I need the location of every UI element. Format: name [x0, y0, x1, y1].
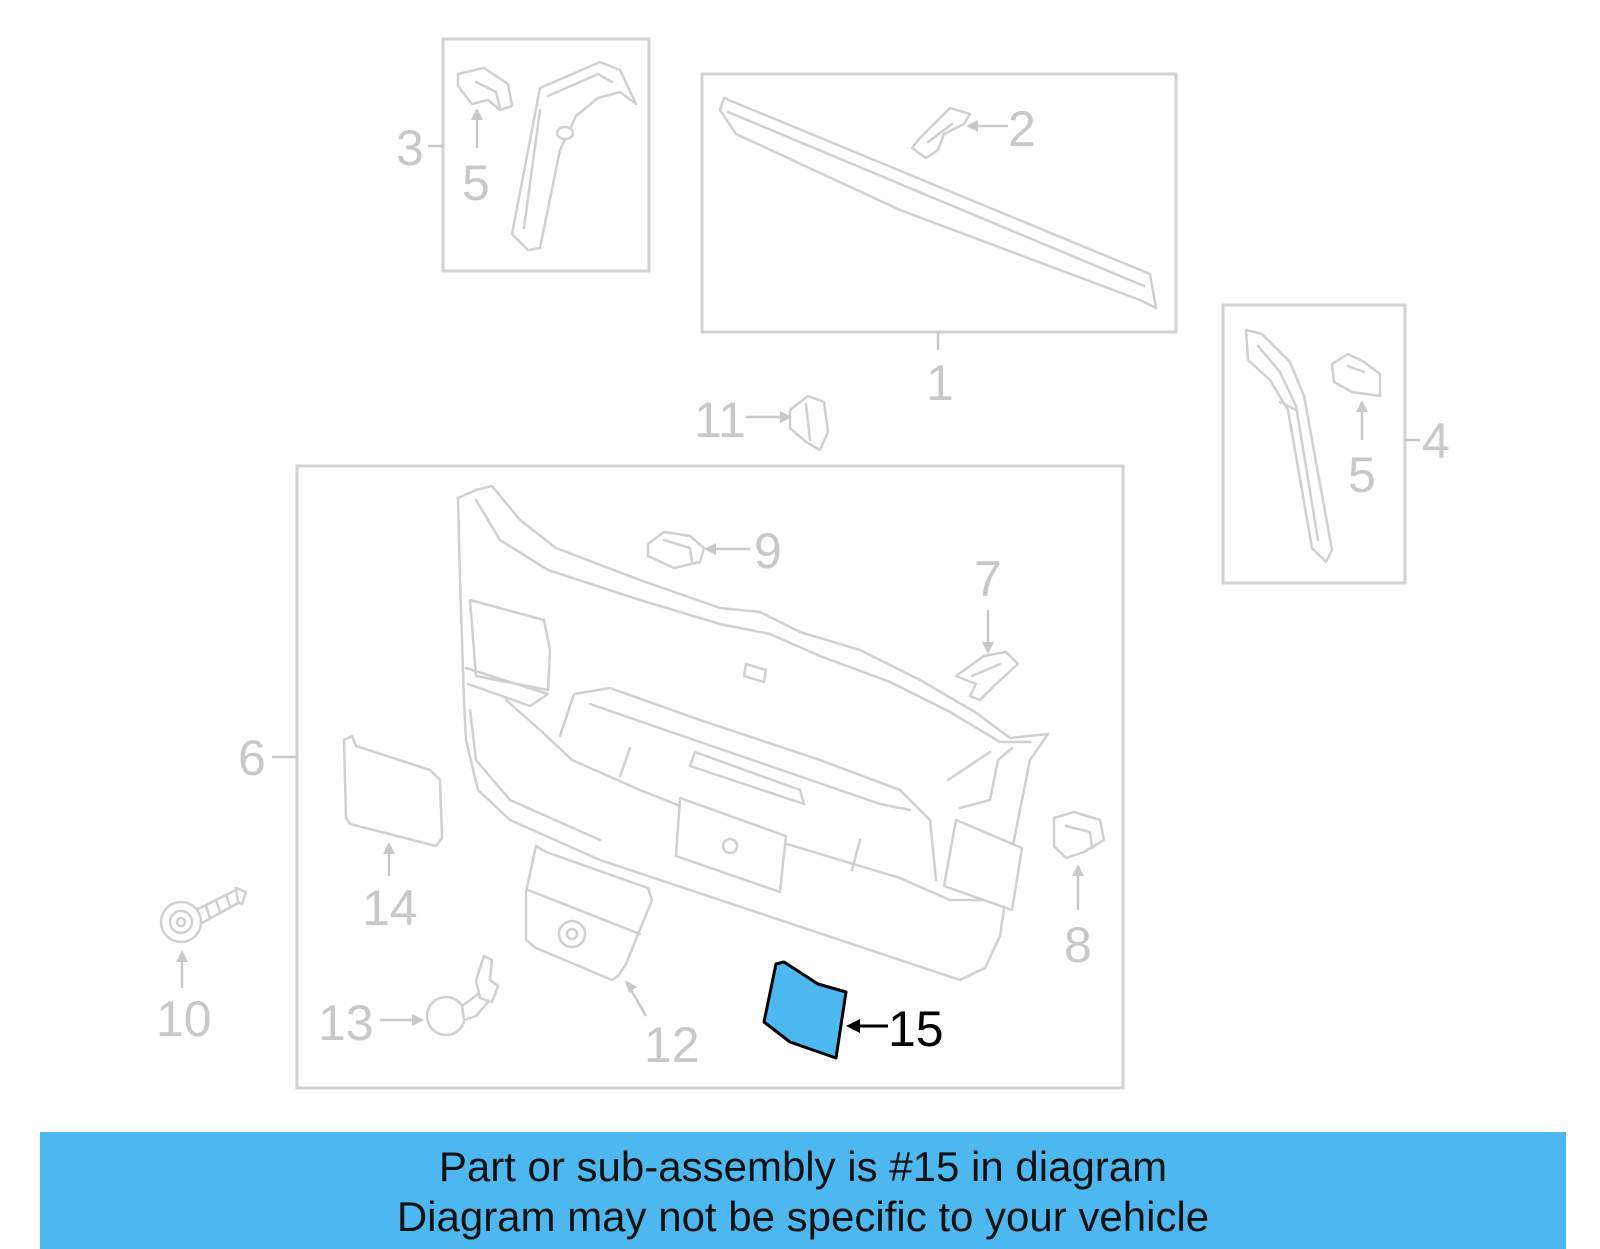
banner-line-part: Part or sub-assembly is #15 in diagram: [438, 1143, 1168, 1190]
callout-8: 8: [1064, 917, 1092, 973]
callout-4: 4: [1422, 413, 1450, 469]
group-box-4: [1221, 303, 1407, 585]
callout-6: 6: [238, 730, 266, 786]
callout-3: 3: [396, 120, 424, 176]
part-5-clip-right: [1330, 352, 1382, 398]
part-12-speaker-cover: [524, 844, 654, 982]
callout-12: 12: [644, 1017, 700, 1073]
callout-5-left: 5: [462, 155, 490, 211]
arrowhead-15: [846, 1019, 860, 1033]
callout-14: 14: [362, 880, 418, 936]
part-2-clip: [910, 106, 972, 160]
callout-7: 7: [974, 551, 1002, 607]
group-box-3: [441, 37, 651, 273]
part-8-clip: [1052, 810, 1106, 860]
callout-1: 1: [926, 355, 954, 411]
part-15-highlighted[interactable]: [762, 960, 848, 1060]
part-9-clip: [646, 530, 706, 570]
banner-line-disclaimer: Diagram may not be specific to your vehi…: [396, 1193, 1210, 1240]
callout-5-right: 5: [1348, 447, 1376, 503]
part-3-pillar-trim: [510, 60, 638, 252]
part-11-clip: [788, 394, 830, 452]
callout-2: 2: [1008, 101, 1036, 157]
callout-10: 10: [156, 991, 212, 1047]
part-7-clip: [954, 650, 1020, 702]
callout-11: 11: [694, 392, 746, 448]
callout-9: 9: [754, 523, 782, 579]
info-banner: Part or sub-assembly is #15 in diagram D…: [40, 1132, 1566, 1249]
callout-15: 15: [888, 1001, 944, 1057]
part-4-pillar-trim: [1244, 328, 1334, 564]
part-6-back-door-lining: [456, 484, 1050, 982]
part-1-upper-garnish: [718, 96, 1158, 310]
part-10-screw: [159, 886, 248, 944]
group-box-6: [295, 464, 1125, 1090]
part-13-fastener: [425, 954, 500, 1037]
callout-13: 13: [318, 995, 374, 1051]
part-5-clip-left: [456, 66, 514, 112]
part-14-cover: [342, 734, 444, 848]
